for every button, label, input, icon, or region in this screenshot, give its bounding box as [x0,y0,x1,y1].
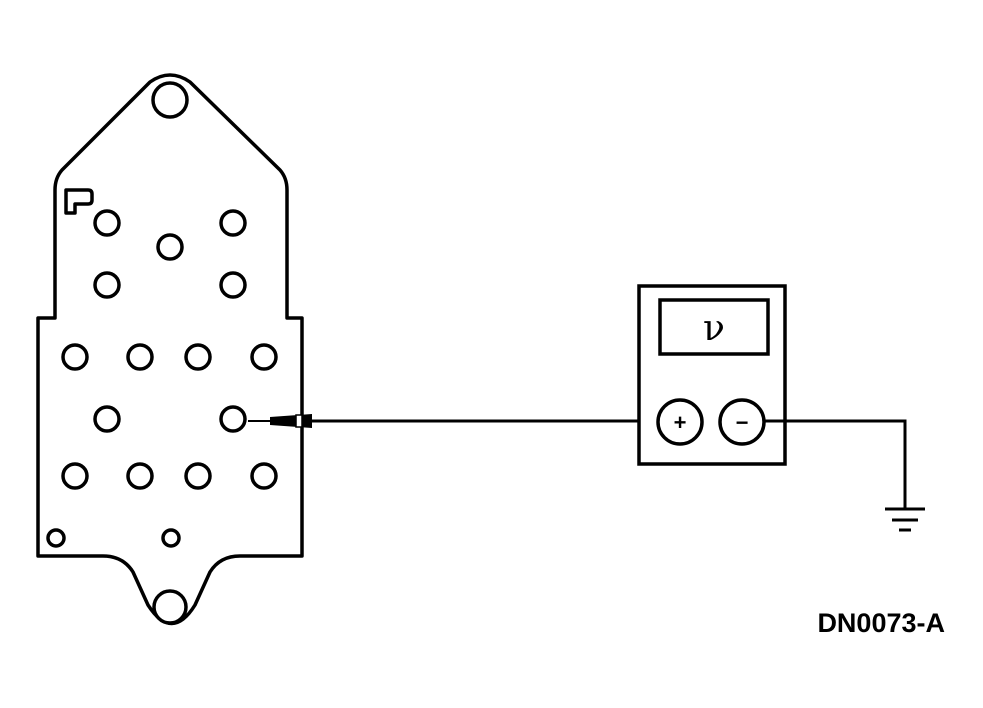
figure-id-label: DN0073-A [817,608,945,638]
pin [184,462,212,490]
pin [250,462,278,490]
pin [126,343,154,371]
positive-terminal-label: + [674,410,687,435]
pin [61,462,89,490]
small-pin [161,528,181,548]
mounting-holes [151,81,189,625]
voltmeter-display [658,298,770,356]
connector-block [36,73,304,626]
pin [219,209,247,237]
positive-terminal [656,398,704,446]
pin [184,343,212,371]
pin [61,343,89,371]
mounting-hole-top [151,81,189,119]
pin [156,233,184,261]
ground-symbol-icon [885,507,925,532]
voltmeter: ν + − [637,284,787,466]
connector-pins [46,209,278,548]
small-pin [46,528,66,548]
negative-lead-wire [764,419,907,508]
test-probe-icon [248,414,312,428]
pin [250,343,278,371]
mounting-hole-bottom [152,589,188,625]
pin [93,209,121,237]
pin-one-marker-icon [64,188,94,215]
probe-body [270,414,312,428]
voltmeter-display-symbol: ν [703,308,725,349]
pin-under-test [219,405,247,433]
connector-outline [36,73,304,626]
pin [126,462,154,490]
pin [219,271,247,299]
pin [93,405,121,433]
negative-terminal-label: − [736,410,749,435]
pin [93,271,121,299]
probe-band [295,414,303,428]
